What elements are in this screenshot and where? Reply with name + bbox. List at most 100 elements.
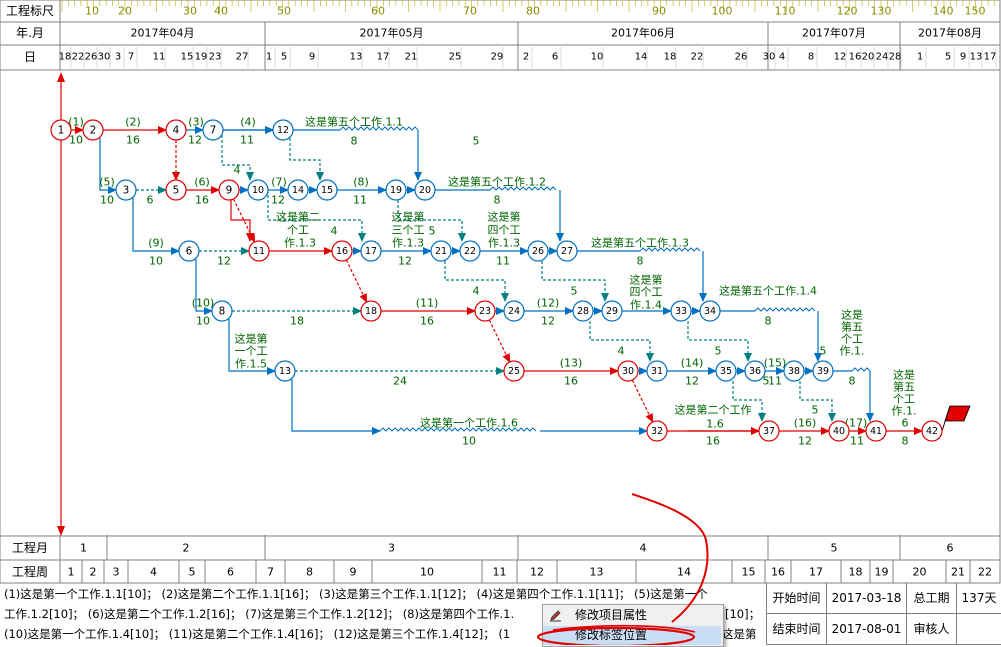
day-label: 26 xyxy=(735,52,748,63)
event-node xyxy=(385,179,407,201)
day-label: 2 xyxy=(523,52,529,63)
event-node xyxy=(617,360,639,382)
day-label: 10 xyxy=(591,52,604,63)
event-node-number: 28 xyxy=(577,306,589,317)
activity-name-label: 三个工 xyxy=(392,224,425,237)
activity-name-label: 这是第五个工作.1.3 xyxy=(591,236,689,250)
event-node-number: 3 xyxy=(123,185,130,197)
day-label: 4 xyxy=(779,52,785,63)
event-node-number: 19 xyxy=(390,185,402,196)
day-label: 23 xyxy=(209,52,222,63)
event-node xyxy=(601,300,623,322)
event-node xyxy=(360,240,382,262)
duration-label: 总工期 xyxy=(906,583,956,614)
day-label: 30 xyxy=(763,52,776,63)
event-node-number: 11 xyxy=(253,246,265,257)
event-node-number: 37 xyxy=(763,426,775,437)
event-node-number: 32 xyxy=(651,426,663,437)
activity-arrow xyxy=(488,319,511,363)
event-node xyxy=(248,240,270,262)
day-label: 19 xyxy=(195,52,208,63)
activity-path xyxy=(230,200,254,242)
project-week-label: 11 xyxy=(493,566,507,579)
event-node-number: 21 xyxy=(435,246,447,257)
free-float-zigzag xyxy=(379,427,537,432)
event-node xyxy=(165,179,187,201)
event-node-number: 22 xyxy=(464,246,476,257)
day-label: 1 xyxy=(917,52,923,63)
event-node xyxy=(50,119,72,141)
day-label: 6 xyxy=(552,52,558,63)
month-row-label: 年.月 xyxy=(16,26,44,40)
day-label: 18 xyxy=(664,52,677,63)
project-month-label: 4 xyxy=(640,542,647,555)
dummy-duration-label: 5 xyxy=(429,225,436,238)
event-node-number: 34 xyxy=(704,306,716,317)
event-node-number: 30 xyxy=(622,366,634,377)
activity-legend: (1)这是第一个工作.1.1[10]； (2)这是第二个工作.1.1[16]； … xyxy=(0,583,766,645)
day-label: 13 xyxy=(350,52,363,63)
menu-item-label: 修改项目属性 xyxy=(575,608,648,622)
activity-name-label: 这是第 xyxy=(235,332,268,346)
event-node xyxy=(474,300,496,322)
activity-number-label: (10) xyxy=(192,297,215,310)
activity-labels: (1)10(2)16(3)12(4)11(5)10(6)16(7)12(8)11… xyxy=(68,115,916,448)
free-float-zigzag xyxy=(754,307,816,312)
event-node xyxy=(812,360,834,382)
activity-duration-label: 11 xyxy=(353,194,367,207)
event-node xyxy=(316,179,338,201)
ruler-tick-label: 20 xyxy=(118,5,132,18)
event-node-number: 10 xyxy=(252,185,264,196)
activity-name-label: 这是第五个工作.1.4 xyxy=(719,284,817,298)
project-week-label: 3 xyxy=(113,566,120,579)
event-node xyxy=(115,179,137,201)
event-node-number: 26 xyxy=(532,246,544,257)
activity-duration-label: 16 xyxy=(126,134,140,147)
end-time-label: 结束时间 xyxy=(766,614,826,645)
event-node-number: 39 xyxy=(817,366,829,377)
day-label: 28 xyxy=(889,52,902,63)
menu-item-edit-project-properties[interactable]: 修改项目属性 xyxy=(543,606,721,625)
legend-line-2-tail: [10]； xyxy=(725,607,761,621)
activity-name-label: 1.6 xyxy=(706,418,724,431)
dummy-duration-label: 11 xyxy=(496,255,510,268)
project-week-label: 19 xyxy=(875,566,889,579)
ruler-tick-label: 50 xyxy=(277,5,291,18)
activity-duration-label: 16 xyxy=(420,315,434,328)
dummy-duration-label: 8 xyxy=(494,194,501,207)
activity-name-label: 四个工 xyxy=(630,286,663,299)
event-node-number: 1 xyxy=(58,125,65,137)
activity-duration-label: 12 xyxy=(271,194,285,207)
event-node-number: 23 xyxy=(479,306,491,317)
ruler-tick-label: 120 xyxy=(837,5,858,18)
event-node xyxy=(287,179,309,201)
day-label: 3 xyxy=(115,52,121,63)
timescale-grid xyxy=(0,69,1001,583)
day-label: 9 xyxy=(960,52,966,63)
day-label: 13 xyxy=(970,52,983,63)
pencil-icon xyxy=(550,610,561,622)
menu-item-edit-label-position[interactable]: 修改标签位置 xyxy=(543,626,721,645)
day-label: 17 xyxy=(984,52,997,63)
activity-duration-label: 10 xyxy=(100,194,114,207)
event-node-number: 16 xyxy=(336,246,348,257)
activity-name-label: 这是第一个工作.1.6 xyxy=(420,416,518,430)
dummy-duration-label: 12 xyxy=(398,255,412,268)
project-week-label: 13 xyxy=(590,566,604,579)
project-week-label: 22 xyxy=(978,566,992,579)
dummy-duration-label: 5 xyxy=(571,285,578,298)
event-node xyxy=(699,300,721,322)
dummy-duration-label: 24 xyxy=(393,375,407,388)
dummy-duration-label: 4 xyxy=(331,225,338,238)
menu-item-label: 修改标签位置 xyxy=(575,628,648,642)
project-week-label: 12 xyxy=(530,566,544,579)
activity-number-label: (16) xyxy=(794,417,817,430)
project-week-row-label: 工程周 xyxy=(12,564,48,579)
reviewer-value[interactable] xyxy=(956,614,1001,645)
activity-number-label: (11) xyxy=(416,297,439,310)
reviewer-label: 审核人 xyxy=(906,614,956,645)
event-node xyxy=(414,179,436,201)
activity-name-label: 第五 xyxy=(841,320,863,334)
activity-arrows xyxy=(71,126,971,435)
